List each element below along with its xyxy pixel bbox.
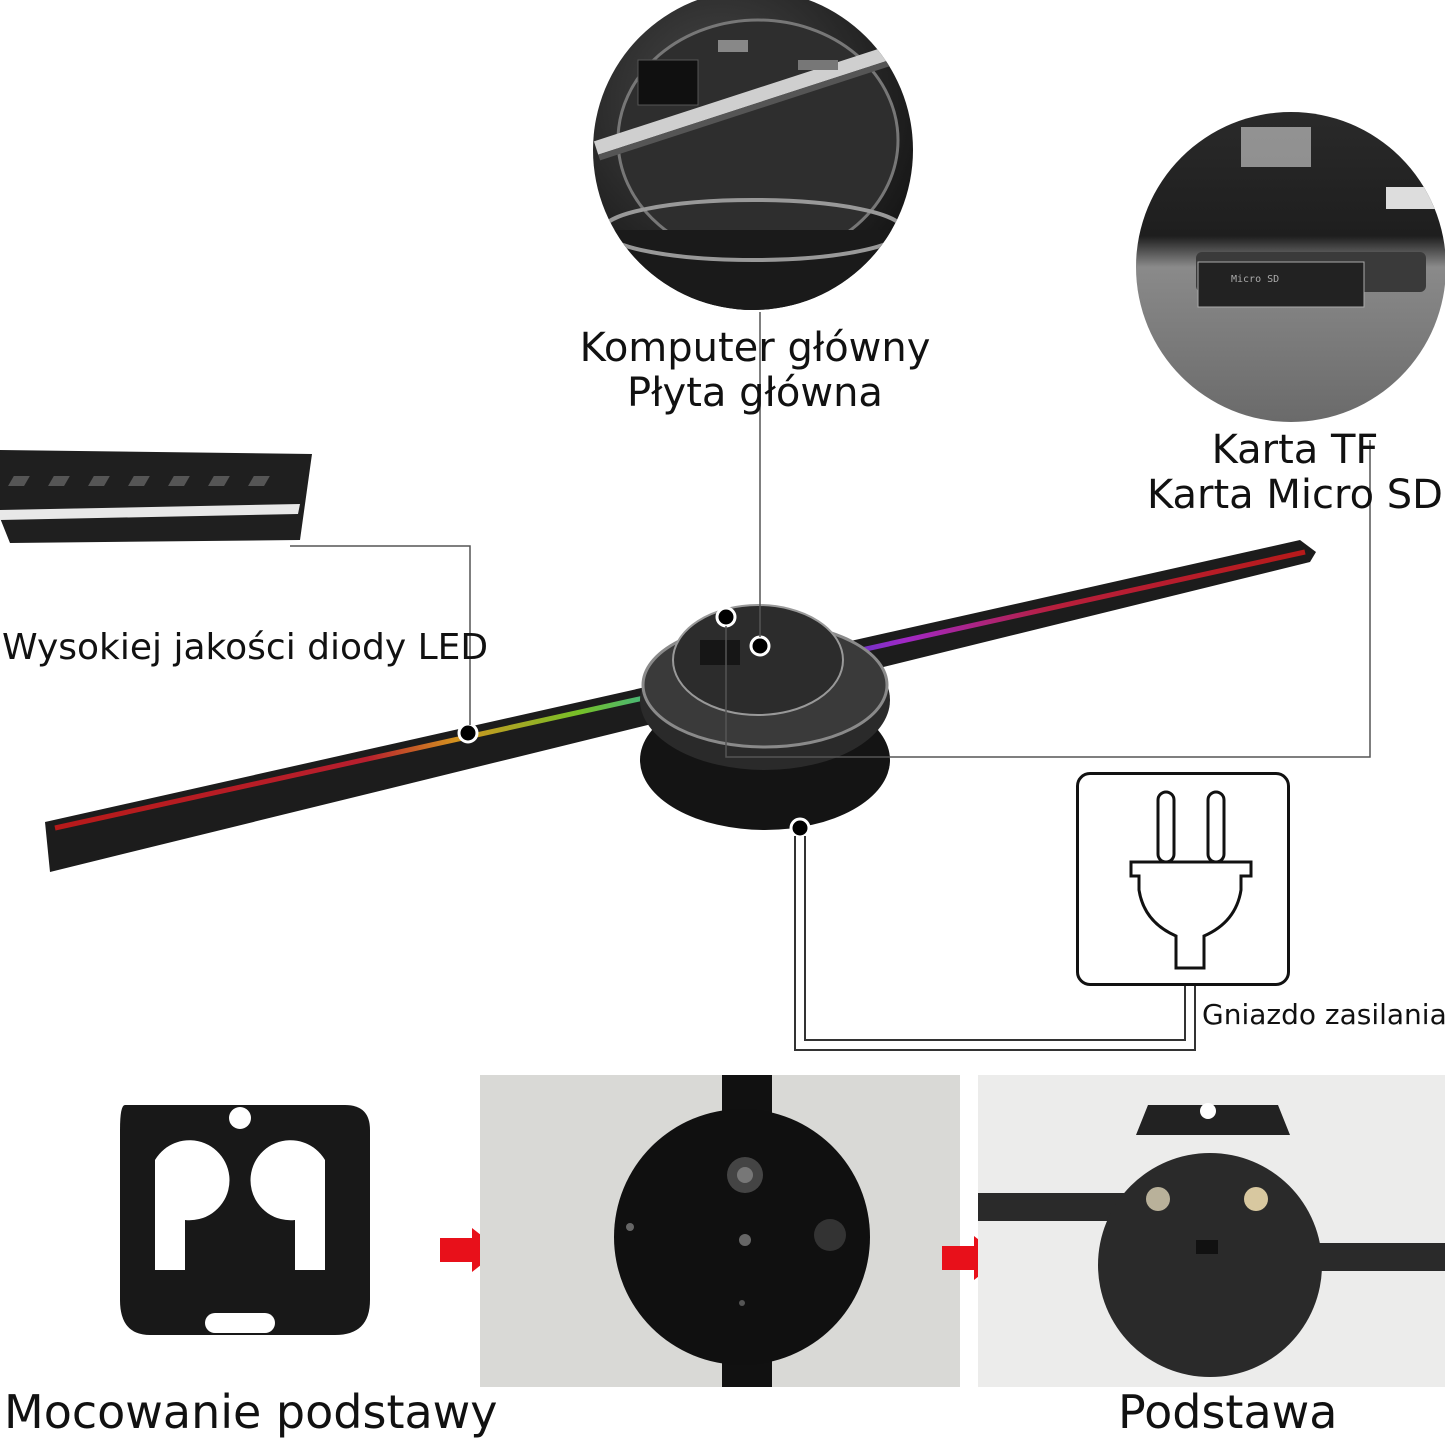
svg-text:Micro SD: Micro SD bbox=[1231, 274, 1279, 285]
device-back-photo bbox=[480, 1075, 960, 1387]
leds-label: Wysokiej jakości diody LED bbox=[2, 627, 489, 668]
tf-card-label-line2: Karta Micro SD bbox=[1147, 471, 1443, 518]
hologram-fan-device bbox=[45, 312, 1371, 1051]
mounted-base-photo bbox=[978, 1075, 1445, 1387]
base-mount-caption: Mocowanie podstawy bbox=[4, 1385, 498, 1439]
main-board-label: Komputer główny Płyta główna bbox=[560, 326, 950, 416]
main-board-label-line2: Płyta główna bbox=[627, 369, 883, 416]
main-board-label-line1: Komputer główny bbox=[579, 325, 931, 371]
wall-mount-bracket-photo bbox=[120, 1105, 370, 1335]
led-strip-zoom-photo bbox=[0, 450, 312, 543]
power-plug-icon bbox=[1129, 790, 1253, 970]
power-socket-label: Gniazdo zasilania bbox=[1202, 998, 1445, 1031]
tf-card-zoom-photo: Micro SD bbox=[1136, 112, 1445, 422]
mainboard-zoom-photo bbox=[593, 0, 913, 310]
tf-card-label: Karta TF Karta Micro SD bbox=[1145, 428, 1445, 518]
base-caption: Podstawa bbox=[1118, 1385, 1338, 1439]
power-plug-box bbox=[1076, 772, 1290, 986]
tf-card-label-line1: Karta TF bbox=[1211, 427, 1379, 473]
